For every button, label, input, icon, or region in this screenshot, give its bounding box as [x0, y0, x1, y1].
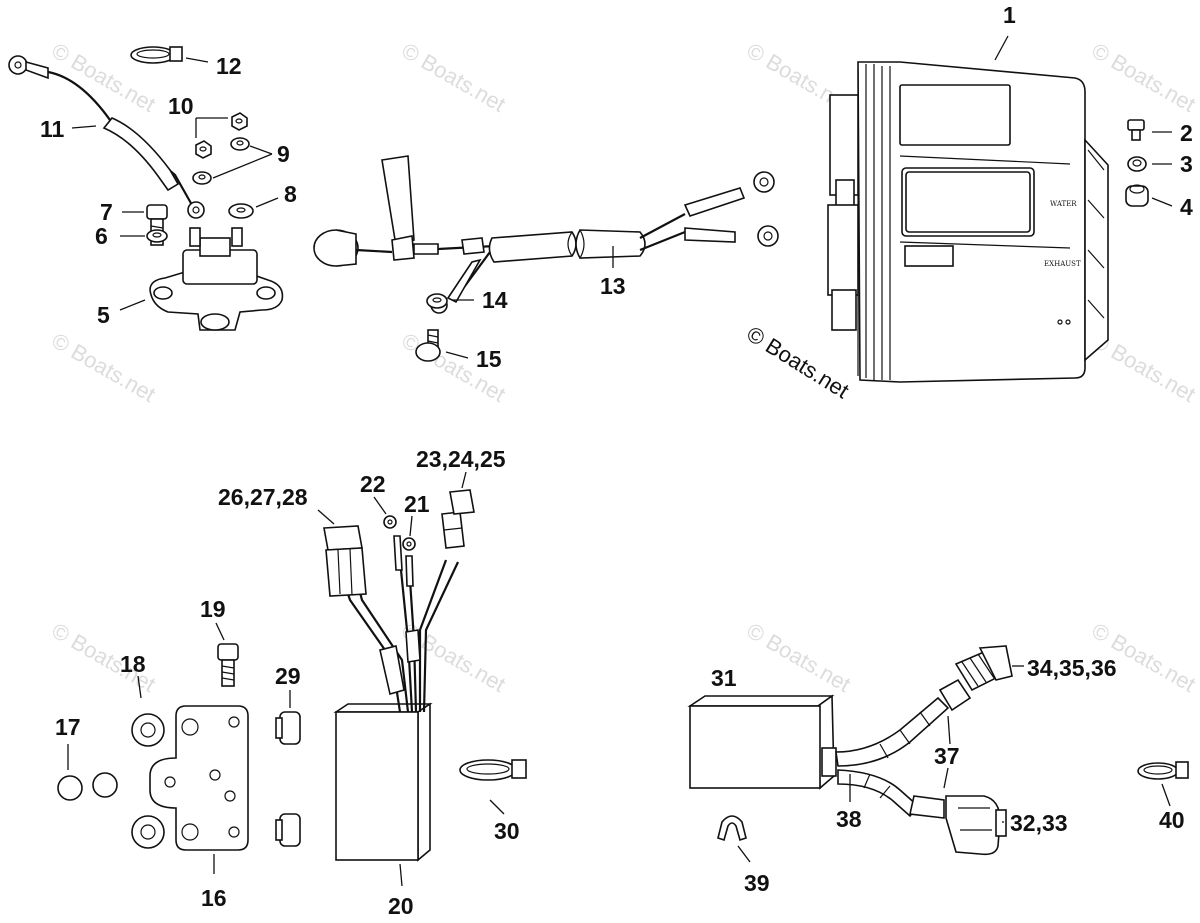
screw-part-19 — [217, 643, 239, 687]
callout-15: 15 — [445, 346, 502, 372]
copyright-text: © Boats.net — [742, 321, 853, 403]
callout-number: 4 — [1180, 194, 1193, 220]
grommet-part-17 — [57, 772, 118, 801]
control-box-exhaust-label: EXHAUST — [1044, 260, 1081, 268]
callout-16: 16 — [201, 854, 227, 911]
callout-31: 31 — [711, 665, 737, 691]
bracket-part-16 — [149, 705, 249, 851]
callout-2: 2 — [1152, 120, 1193, 146]
callout-number: 11 — [40, 116, 65, 142]
grommet-part-4 — [1125, 184, 1149, 207]
callout-17: 17 — [55, 714, 81, 770]
callout-32-33: 32,33 — [1002, 810, 1068, 836]
callout-number: 26,27,28 — [218, 484, 308, 510]
callout-1: 1 — [994, 2, 1016, 61]
callout-number: 30 — [494, 818, 520, 844]
callout-number: 17 — [55, 714, 81, 740]
module-part-31 — [687, 645, 1013, 856]
callout-12: 12 — [185, 53, 242, 79]
callout-5: 5 — [97, 299, 146, 328]
callout-number: 16 — [201, 885, 227, 911]
callout-20: 20 — [388, 863, 414, 919]
callout-number: 21 — [404, 491, 430, 517]
callout-number: 6 — [95, 223, 108, 249]
nut-part-10 — [195, 112, 248, 159]
callout-23-25: 23,24,25 — [416, 446, 506, 489]
callout-9: 9 — [212, 141, 290, 179]
callout-21: 21 — [404, 491, 430, 537]
callout-19: 19 — [200, 596, 226, 641]
callout-number: 29 — [275, 663, 301, 689]
watermark-text: © Boats.net — [48, 328, 160, 407]
callout-number: 12 — [216, 53, 242, 79]
callout-number: 15 — [476, 346, 502, 372]
callout-number: 8 — [284, 181, 297, 207]
callout-4: 4 — [1151, 194, 1193, 220]
washer-part-9 — [192, 137, 250, 185]
washer-part-8 — [228, 203, 254, 219]
callout-26-28: 26,27,28 — [218, 484, 335, 525]
watermark-text: © Boats.net — [743, 618, 855, 697]
clamp-part-30 — [459, 759, 527, 781]
callout-37: 37 — [934, 715, 960, 789]
callout-number: 34,35,36 — [1027, 655, 1117, 681]
clip-part-39 — [717, 815, 747, 842]
callout-29: 29 — [275, 663, 301, 708]
callout-7: 7 — [100, 199, 144, 225]
control-box-water-label: WATER — [1050, 200, 1077, 208]
callout-number: 7 — [100, 199, 113, 225]
callout-number: 20 — [388, 893, 414, 919]
spacer-part-18 — [131, 713, 165, 849]
callout-number: 39 — [744, 870, 770, 896]
callout-8: 8 — [255, 181, 297, 208]
cable-part-11 — [8, 55, 205, 219]
callout-number: 38 — [836, 806, 862, 832]
callout-number: 5 — [97, 302, 110, 328]
callout-number: 10 — [168, 93, 194, 119]
callout-number: 19 — [200, 596, 226, 622]
callout-18: 18 — [120, 651, 146, 699]
module-part-20 — [323, 489, 475, 862]
callout-22: 22 — [360, 471, 387, 515]
control-box-part-1: WATER EXHAUST — [827, 61, 1109, 383]
washer-part-3 — [1127, 156, 1147, 172]
callout-number: 9 — [277, 141, 290, 167]
bolt-part-2 — [1127, 119, 1145, 141]
callout-3: 3 — [1152, 151, 1193, 177]
screw-part-15 — [415, 329, 441, 362]
watermark-text: © Boats.net — [1088, 38, 1200, 117]
lockwasher-part-14 — [426, 293, 448, 309]
callout-number: 37 — [934, 743, 960, 769]
callout-number: 13 — [600, 273, 626, 299]
callout-38: 38 — [836, 774, 862, 832]
callout-number: 22 — [360, 471, 386, 497]
callout-number: 3 — [1180, 151, 1193, 177]
callout-6: 6 — [95, 223, 145, 249]
grommet-part-29 — [275, 711, 301, 847]
callout-34-36: 34,35,36 — [1012, 655, 1117, 681]
washer-part-6 — [146, 229, 168, 243]
callout-39: 39 — [737, 845, 770, 896]
clamp-part-12 — [130, 46, 183, 64]
callout-number: 40 — [1159, 807, 1185, 833]
callout-40: 40 — [1159, 783, 1185, 833]
clamp-part-40 — [1137, 761, 1189, 780]
solenoid-part-5 — [149, 227, 284, 331]
callout-number: 31 — [711, 665, 737, 691]
watermark-text: © Boats.net — [398, 38, 510, 117]
harness-part-13 — [313, 155, 779, 314]
callout-13: 13 — [600, 246, 626, 299]
callout-30: 30 — [489, 799, 520, 844]
callout-number: 1 — [1003, 2, 1016, 28]
callout-10: 10 — [168, 93, 228, 138]
callout-number: 18 — [120, 651, 146, 677]
callout-number: 23,24,25 — [416, 446, 506, 472]
callout-11: 11 — [40, 116, 97, 142]
callout-number: 2 — [1180, 120, 1193, 146]
callout-number: 14 — [482, 287, 508, 313]
callout-number: 32,33 — [1010, 810, 1068, 836]
callout-14: 14 — [452, 287, 508, 313]
